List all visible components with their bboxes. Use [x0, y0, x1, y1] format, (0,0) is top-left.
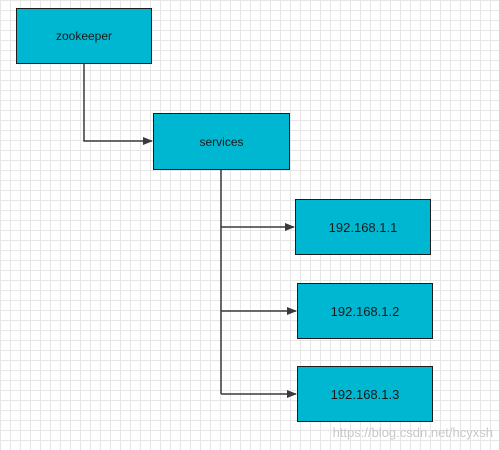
services-node-label: services [199, 134, 244, 149]
host-node-192-168-1-2[interactable]: 192.168.1.2 [297, 283, 433, 339]
services-node[interactable]: services [153, 113, 290, 170]
connector-zookeeper-to-services [83, 64, 153, 145]
zookeeper-node[interactable]: zookeeper [16, 8, 152, 64]
host-node-label: 192.168.1.2 [330, 303, 400, 319]
host-node-192-168-1-1[interactable]: 192.168.1.1 [295, 199, 431, 255]
host-node-192-168-1-3[interactable]: 192.168.1.3 [297, 366, 433, 422]
watermark-text: https://blog.csdn.net/hcyxsh [332, 425, 493, 440]
host-node-label: 192.168.1.1 [328, 219, 398, 235]
zookeeper-node-label: zookeeper [55, 29, 113, 43]
host-node-label: 192.168.1.3 [330, 386, 400, 402]
